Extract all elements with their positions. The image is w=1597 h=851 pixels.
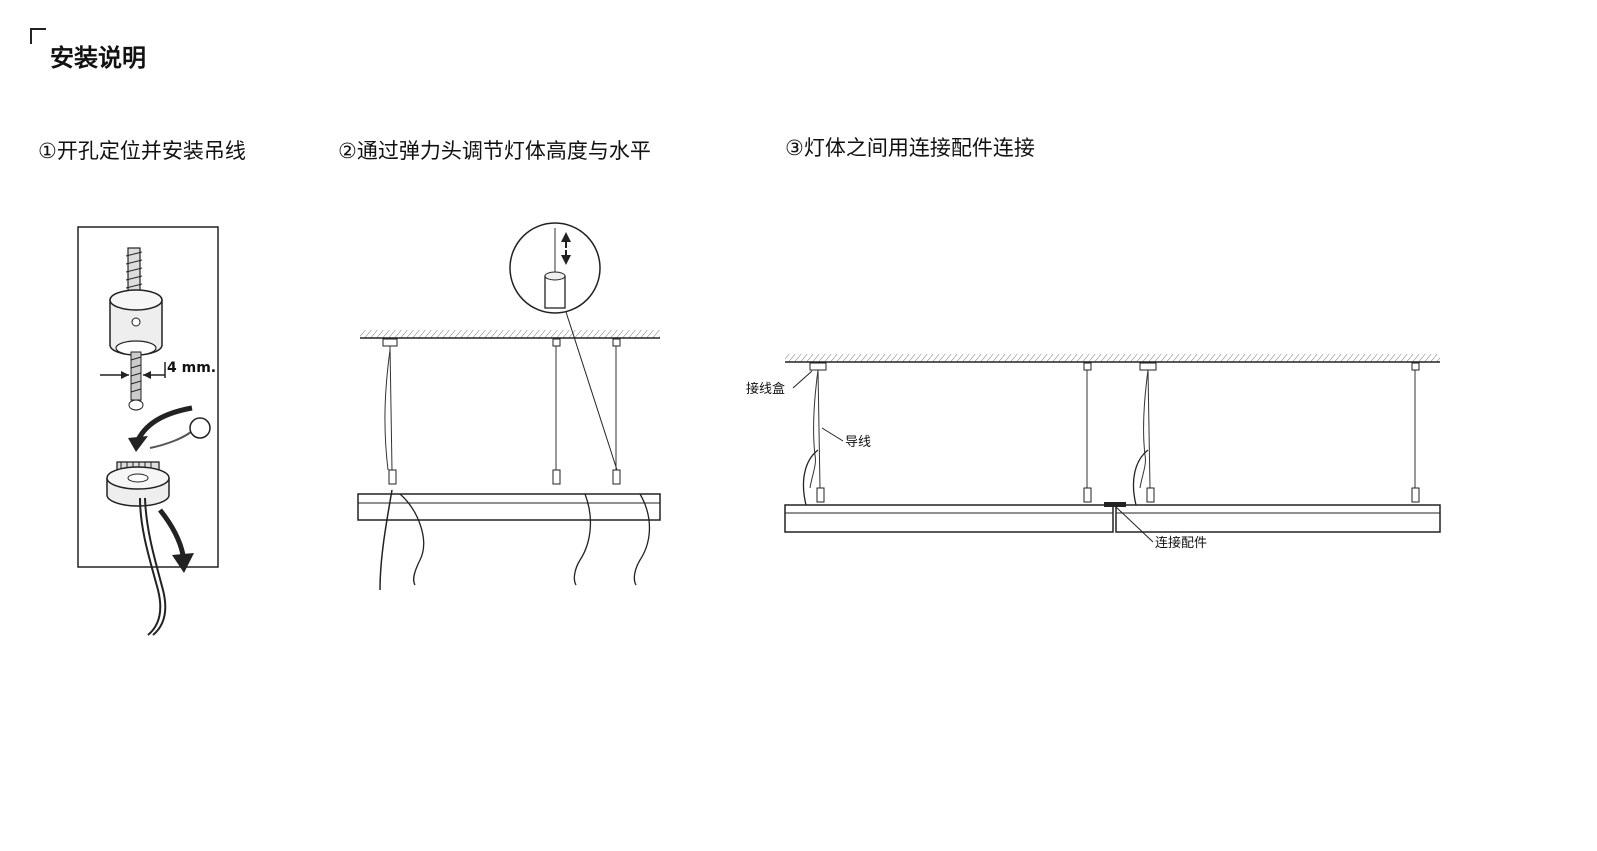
step-1-label: ①开孔定位并安装吊线 xyxy=(38,139,246,163)
figure-1-frame xyxy=(77,226,219,568)
ceiling-hatch xyxy=(785,354,1440,362)
dimension-text: 4 mm. xyxy=(167,360,216,376)
callout-junction-box: 接线盒 xyxy=(746,381,785,397)
linear-light-body xyxy=(357,493,661,521)
canopy-1 xyxy=(382,338,398,347)
step-3-label: ③灯体之间用连接配件连接 xyxy=(785,136,1035,160)
suspension-wire xyxy=(389,345,393,471)
ceiling-fitting-icon xyxy=(109,289,163,356)
threaded-rod-icon xyxy=(128,351,144,411)
light-body-left xyxy=(784,504,1114,533)
junction-box-canopy xyxy=(809,362,827,371)
rotate-arrow-icon xyxy=(128,405,211,452)
callout-wire: 导线 xyxy=(845,435,871,450)
figure-2-height-adjust xyxy=(357,222,661,591)
corner-bracket-icon xyxy=(30,28,46,44)
figure-3-connect-bodies: 接线盒 导线 连接配件 xyxy=(746,354,1441,551)
light-body-right xyxy=(1115,504,1441,533)
power-cable xyxy=(139,497,162,636)
connector-part xyxy=(1104,502,1126,507)
canopy-3 xyxy=(612,338,621,347)
down-arrow-icon xyxy=(158,508,186,556)
step-2-label: ②通过弹力头调节灯体高度与水平 xyxy=(338,139,651,163)
canopy-2 xyxy=(552,338,561,347)
figure-1-anchor-install: 4 mm. xyxy=(77,226,219,636)
ceiling-hatch xyxy=(360,330,660,338)
zoom-detail-icon xyxy=(509,222,601,314)
wall-anchor-icon xyxy=(125,247,143,297)
callout-connector: 连接配件 xyxy=(1155,535,1207,551)
page-title: 安装说明 xyxy=(50,44,146,72)
dimension-arrows-icon xyxy=(100,362,166,379)
cable-cap-icon xyxy=(106,461,170,507)
